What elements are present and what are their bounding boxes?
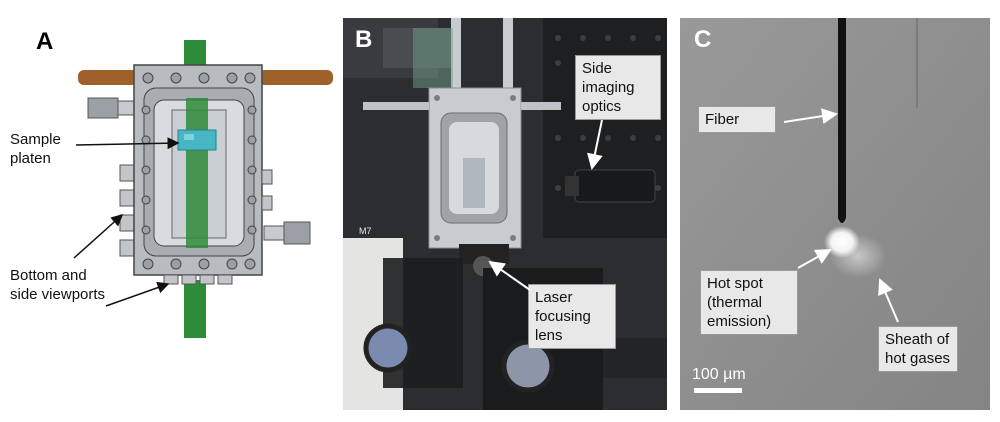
panel-b-letter: B (355, 26, 373, 53)
label-bottom-side-viewports: Bottom and side viewports (10, 267, 106, 303)
fiber-shape (838, 18, 846, 223)
chamber-cad-drawing (73, 40, 333, 338)
photo-marking-m7: M7 (359, 226, 372, 236)
panel-c-letter: C (694, 26, 712, 53)
label-laser-focusing-lens: Laser focusing lens (528, 284, 616, 349)
arrow-bottom-viewport (105, 281, 170, 307)
arrow-sheath (878, 278, 899, 323)
label-fiber: Fiber (698, 106, 776, 133)
copper-rod-right (258, 70, 333, 85)
copper-rod-left (78, 70, 138, 85)
arrow-side-viewport (73, 213, 124, 259)
scale-bar-label: 100 µm (692, 366, 746, 383)
arrow-fiber (783, 108, 838, 125)
green-tube-bottom (184, 280, 206, 338)
arrow-hot-spot (797, 249, 832, 269)
hot-spot-glow (824, 226, 860, 258)
scale-bar (694, 388, 742, 393)
label-side-imaging-optics: Side imaging optics (575, 55, 661, 120)
arrow-side-imaging (587, 119, 603, 170)
label-hot-spot: Hot spot (thermal emission) (700, 270, 798, 335)
arrow-laser-lens (488, 260, 531, 291)
panel-a-letter: A (36, 28, 54, 55)
arrow-sample-platen (75, 137, 180, 150)
label-sheath: Sheath of hot gases (878, 326, 958, 372)
label-sample-platen: Sample platen (10, 131, 61, 167)
